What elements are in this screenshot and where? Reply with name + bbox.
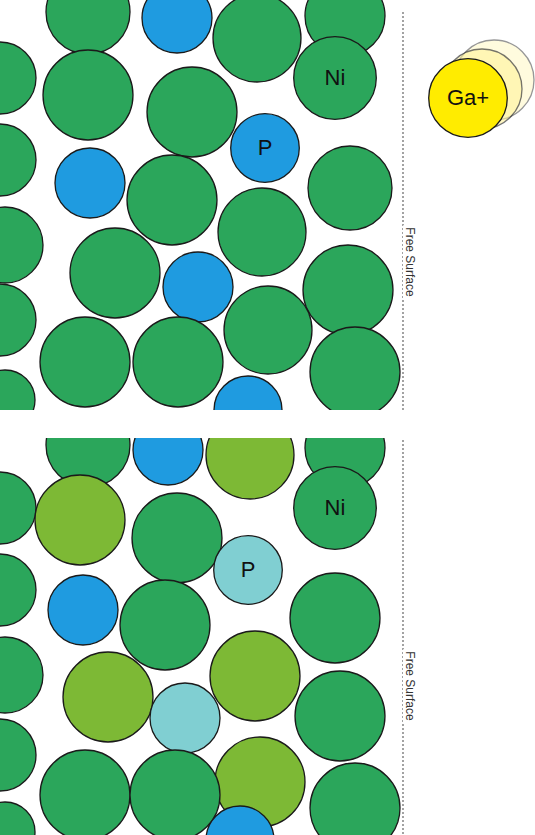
ni-atom <box>0 802 35 835</box>
ni-atom <box>40 317 130 407</box>
ga-ion: Ga+ <box>428 58 508 138</box>
ni-atom <box>147 67 237 157</box>
atom-circle <box>429 59 508 138</box>
atom-label: Ni <box>325 495 346 521</box>
p-atom <box>214 376 282 410</box>
atom-circle <box>214 536 283 605</box>
ni-atom <box>0 207 43 283</box>
ni-atom <box>210 631 300 721</box>
ni-atom <box>120 580 210 670</box>
atom-label: P <box>258 135 273 161</box>
ni-atom <box>70 228 160 318</box>
atom-label: Ni <box>325 65 346 91</box>
p-atom <box>48 575 118 645</box>
ni-atom <box>43 50 133 140</box>
ni-atom <box>133 317 223 407</box>
ni-atom <box>224 286 312 374</box>
ni-atom <box>213 0 301 82</box>
ni-atom <box>35 475 125 565</box>
ni-atom <box>130 750 220 835</box>
ni-atom <box>132 493 222 583</box>
surface-label: Free Surface <box>403 649 417 722</box>
ni-atom <box>206 438 294 499</box>
p-atom: P <box>213 535 283 605</box>
ni-atom <box>218 188 306 276</box>
ni-atom <box>303 245 393 335</box>
ni-atom <box>46 0 130 54</box>
ni-atom <box>40 750 130 835</box>
ni-atom <box>0 719 36 791</box>
ni-atom <box>290 573 380 663</box>
ni-atom <box>0 637 43 713</box>
ni-atom <box>0 554 36 626</box>
p-atom <box>133 438 203 485</box>
ni-atom <box>127 155 217 245</box>
p-atom <box>142 0 212 53</box>
ni-atom: Ni <box>293 36 377 120</box>
ni-atom <box>295 671 385 761</box>
ni-atom <box>0 472 36 544</box>
free-surface-line <box>402 12 403 410</box>
p-atom: P <box>230 113 300 183</box>
p-atom <box>150 683 220 753</box>
atom-label: P <box>241 557 256 583</box>
ni-atom <box>310 763 400 835</box>
p-atom <box>55 148 125 218</box>
ni-atom <box>0 42 36 114</box>
surface-label: Free Surface <box>403 225 417 298</box>
ni-atom <box>308 146 392 230</box>
ni-atom <box>0 124 36 196</box>
atom-circle <box>231 114 300 183</box>
atom-lattice <box>0 438 400 835</box>
atom-label: Ga+ <box>447 85 489 111</box>
ni-atom: Ni <box>293 466 377 550</box>
atom-lattice <box>0 0 400 410</box>
atom-circle <box>294 37 377 120</box>
p-atom <box>163 252 233 322</box>
ni-atom <box>0 370 35 410</box>
p-atom <box>206 806 274 835</box>
ni-atom <box>310 327 400 410</box>
atom-circle <box>294 467 377 550</box>
free-surface-line <box>402 440 403 835</box>
ni-atom <box>0 284 36 356</box>
ni-atom <box>63 652 153 742</box>
